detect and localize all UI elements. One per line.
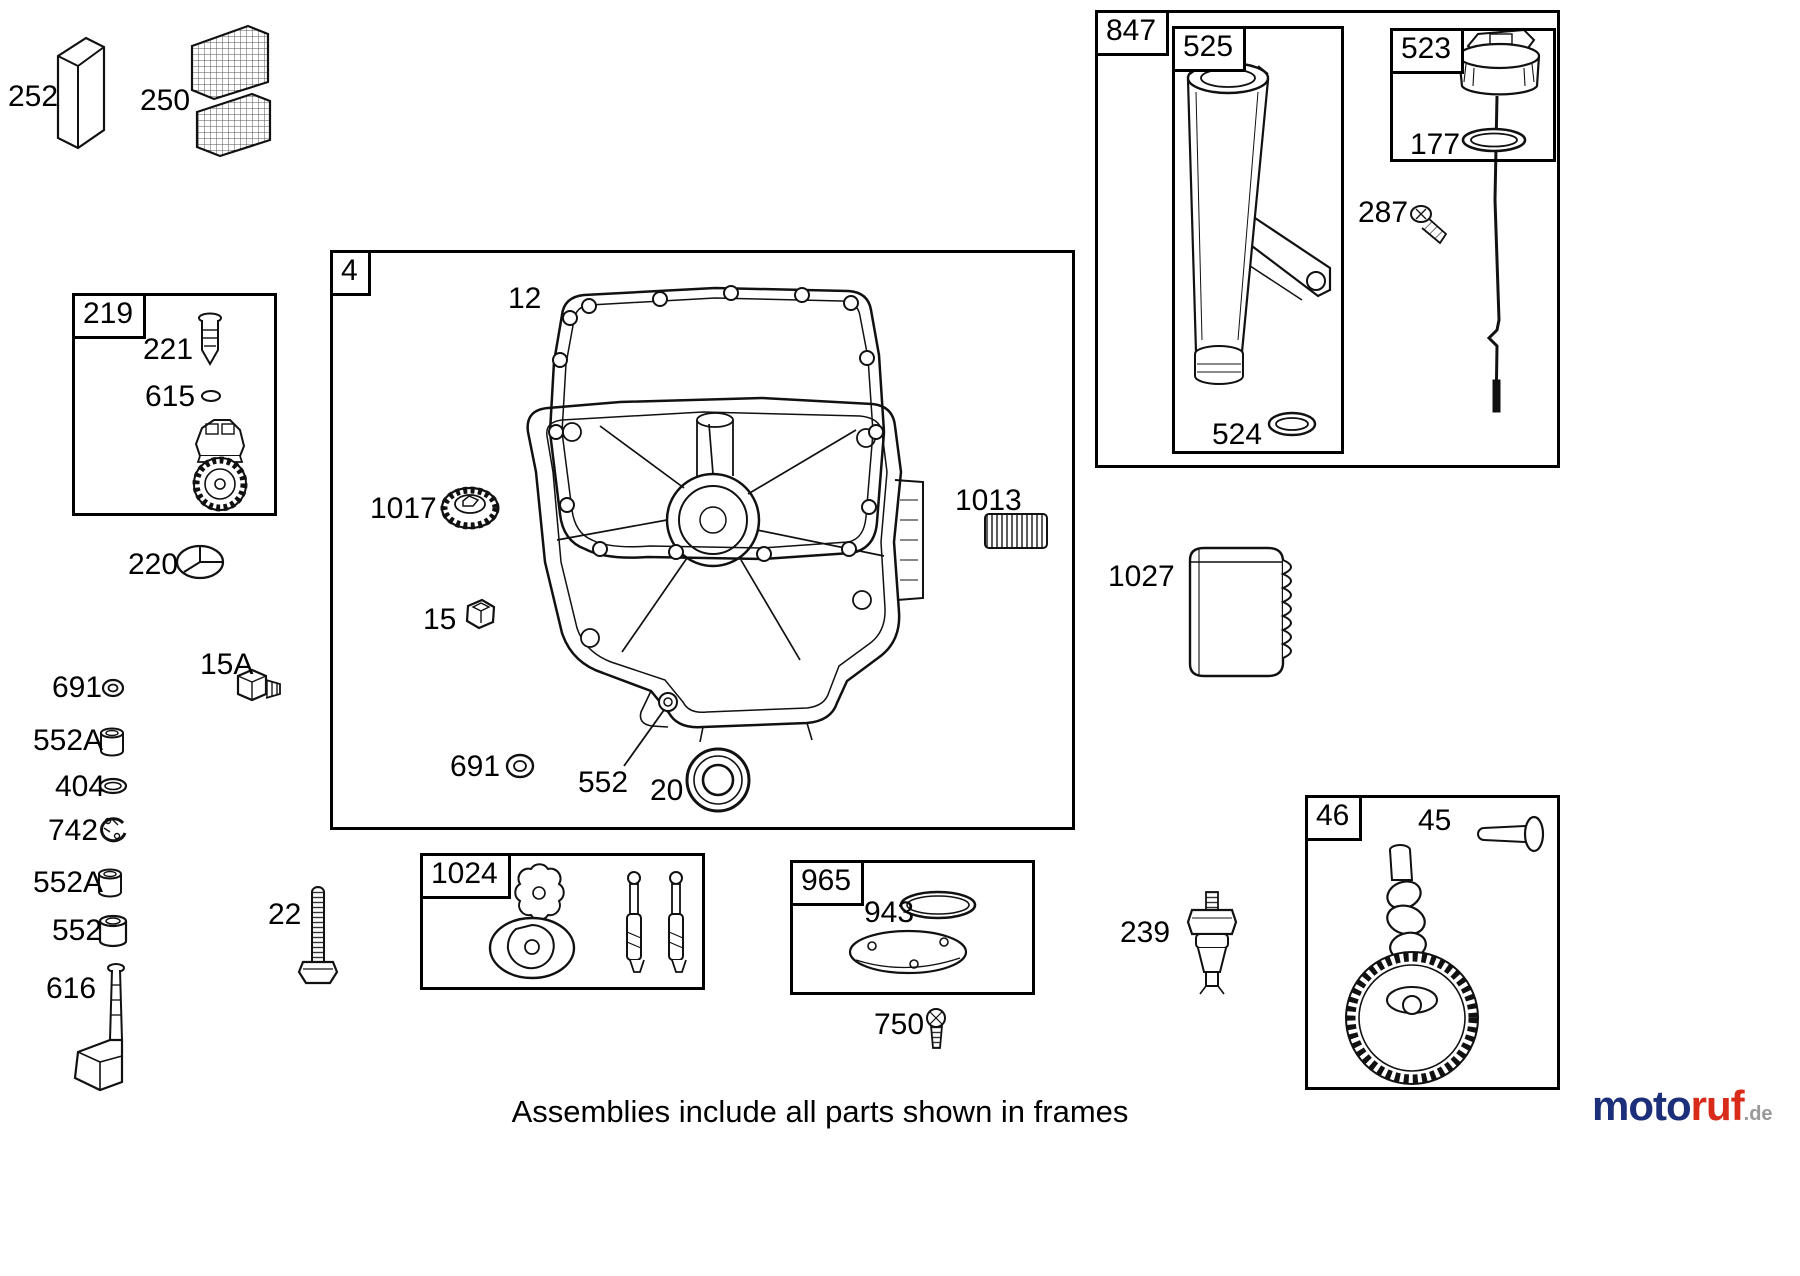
part-943-drawing: [899, 890, 977, 920]
part-404-drawing: [98, 777, 128, 795]
part-287-drawing: [1410, 205, 1448, 245]
callout-691-left: 691: [52, 671, 103, 704]
part-525-tube-drawing: [1186, 61, 1332, 385]
callout-22: 22: [268, 898, 302, 931]
callout-1017: 1017: [370, 492, 437, 525]
part-221-drawing: [198, 312, 222, 367]
frame-523: 523: [1390, 28, 1556, 162]
callout-250: 250: [140, 84, 191, 117]
part-239-drawing: [1186, 891, 1238, 995]
part-552A-1-drawing: [100, 727, 124, 757]
callout-524: 524: [1212, 418, 1263, 451]
callout-1013: 1013: [955, 484, 1022, 517]
callout-177: 177: [1410, 128, 1461, 161]
callout-552A-2: 552A: [33, 866, 104, 899]
part-750-drawing: [926, 1008, 946, 1049]
part-742-drawing: [100, 817, 127, 843]
part-616-drawing: [73, 963, 125, 1092]
frame-4-label: 4: [330, 250, 371, 296]
part-22-drawing: [297, 886, 339, 985]
part-220-drawing: [175, 544, 225, 580]
leader-552: [623, 709, 665, 767]
callout-15A: 15A: [200, 648, 254, 681]
part-1024-kit-drawing: [488, 863, 687, 980]
footer-note: Assemblies include all parts shown in fr…: [511, 1094, 1129, 1129]
frame-1024-label: 1024: [420, 853, 511, 899]
callout-252: 252: [8, 80, 59, 113]
frame-1024: 1024: [420, 853, 705, 990]
part-45-tappet-drawing: [1477, 815, 1545, 853]
callout-287: 287: [1358, 196, 1409, 229]
frame-46: 46: [1305, 795, 1560, 1090]
part-965-plate-drawing: [848, 929, 968, 975]
callout-404: 404: [55, 770, 106, 803]
callout-220: 220: [128, 548, 179, 581]
frame-46-label: 46: [1305, 795, 1363, 841]
callout-20: 20: [650, 774, 684, 807]
logo-moto-text: moto: [1592, 1082, 1692, 1129]
part-691-sump-drawing: [505, 753, 535, 779]
frame-965-label: 965: [790, 860, 865, 906]
frame-523-label: 523: [1390, 28, 1465, 74]
part-250-drawing: [190, 24, 272, 158]
callout-552-left: 552: [52, 914, 103, 947]
callout-750: 750: [874, 1008, 925, 1041]
callout-15: 15: [423, 603, 457, 636]
part-1027-drawing: [1188, 546, 1292, 678]
logo-ruf-text: ruf: [1690, 1082, 1745, 1129]
frame-847-label: 847: [1095, 10, 1170, 56]
callout-691-sump: 691: [450, 750, 501, 783]
part-1017-drawing: [440, 486, 500, 530]
frame-965: 965: [790, 860, 1035, 995]
frame-219: 219: [72, 293, 277, 516]
callout-239: 239: [1120, 916, 1171, 949]
frame-525-label: 525: [1172, 26, 1247, 72]
callout-615: 615: [145, 380, 196, 413]
part-252-drawing: [56, 36, 106, 150]
part-46-camshaft-drawing: [1345, 844, 1479, 1085]
callout-742: 742: [48, 814, 99, 847]
part-governor-gear-drawing: [192, 419, 248, 512]
callout-552A-1: 552A: [33, 724, 104, 757]
callout-45: 45: [1418, 804, 1452, 837]
part-sump-drawing: [526, 396, 924, 743]
callout-552-sump: 552: [578, 766, 629, 799]
part-1013-drawing: [984, 513, 1048, 549]
part-177-drawing: [1461, 127, 1527, 153]
frame-4: 4: [330, 250, 1075, 830]
part-15A-drawing: [236, 668, 281, 702]
part-524-drawing: [1267, 411, 1317, 437]
part-615-drawing: [201, 390, 221, 402]
callout-943: 943: [864, 896, 915, 929]
frame-219-label: 219: [72, 293, 147, 339]
logo-de-text: .de: [1743, 1103, 1773, 1125]
callout-12: 12: [508, 282, 542, 315]
part-12-gasket-drawing: [548, 285, 886, 562]
part-20-drawing: [685, 747, 751, 813]
callout-1027: 1027: [1108, 560, 1175, 593]
part-552A-2-drawing: [98, 868, 122, 898]
motoruf-logo[interactable]: motoruf.de: [1592, 1082, 1773, 1130]
part-552-left-drawing: [98, 914, 128, 948]
frame-525: 525: [1172, 26, 1344, 454]
part-15-drawing: [465, 598, 496, 630]
callout-221: 221: [143, 333, 194, 366]
part-691-left-drawing: [101, 678, 125, 698]
frame-847: 847: [1095, 10, 1560, 468]
callout-616: 616: [46, 972, 97, 1005]
